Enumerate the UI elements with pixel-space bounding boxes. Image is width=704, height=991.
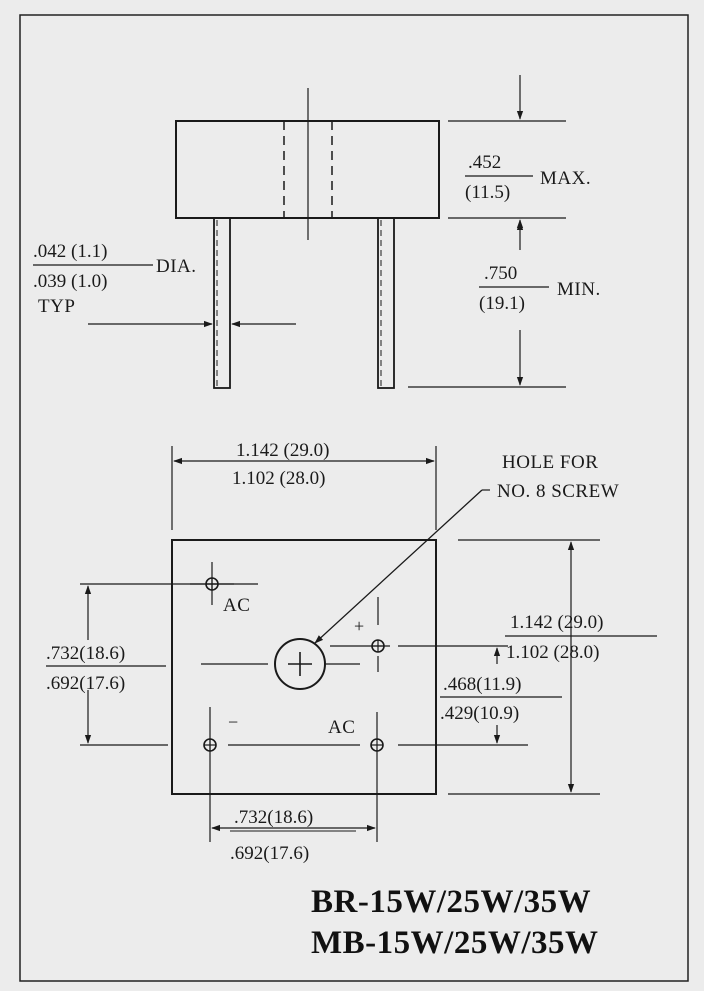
lead-dia-bottom: .039 (1.0)	[33, 271, 107, 292]
hole-offset-top: .468(11.9)	[443, 674, 521, 695]
pin-label-minus: −	[228, 712, 239, 732]
side-body	[175, 120, 440, 219]
lead-dia-note: TYP	[38, 296, 75, 317]
width-bottom: 1.102 (28.0)	[232, 468, 325, 489]
height-suffix: MAX.	[540, 168, 591, 189]
part-number-line1: BR-15W/25W/35W	[311, 884, 591, 920]
height-top: .452	[468, 152, 501, 173]
lead-dia-top: .042 (1.1)	[33, 241, 107, 262]
left-spacing-bottom: .692(17.6)	[46, 673, 125, 694]
lead-dia-suffix: DIA.	[156, 256, 197, 277]
hole-offset-bottom: .429(10.9)	[440, 703, 519, 724]
part-number-line2: MB-15W/25W/35W	[311, 925, 598, 961]
top-body	[171, 539, 437, 795]
lead-length-suffix: MIN.	[557, 279, 601, 300]
left-spacing-top: .732(18.6)	[46, 643, 125, 664]
hole-callout-line1: HOLE FOR	[502, 452, 598, 473]
hole-callout-line2: NO. 8 SCREW	[497, 481, 619, 502]
top-height-bottom: 1.102 (28.0)	[506, 642, 599, 663]
bottom-spacing-bottom: .692(17.6)	[230, 843, 309, 864]
drawing-frame	[19, 14, 689, 982]
top-height-top: 1.142 (29.0)	[510, 612, 603, 633]
lead-length-bottom: (19.1)	[479, 293, 525, 314]
bottom-spacing-top: .732(18.6)	[234, 807, 313, 828]
lead-left	[213, 217, 231, 389]
pin-label-ac-top: AC	[223, 595, 250, 616]
top-view	[46, 446, 657, 842]
hole-leader	[314, 489, 483, 644]
lead-length-top: .750	[484, 263, 517, 284]
pin-label-ac-bottom: AC	[328, 717, 355, 738]
height-bottom: (11.5)	[465, 182, 510, 203]
screw-hole	[274, 638, 326, 690]
lead-right	[377, 217, 395, 389]
pin-label-plus: +	[354, 616, 365, 636]
width-top: 1.142 (29.0)	[236, 440, 329, 461]
side-view	[33, 75, 566, 389]
